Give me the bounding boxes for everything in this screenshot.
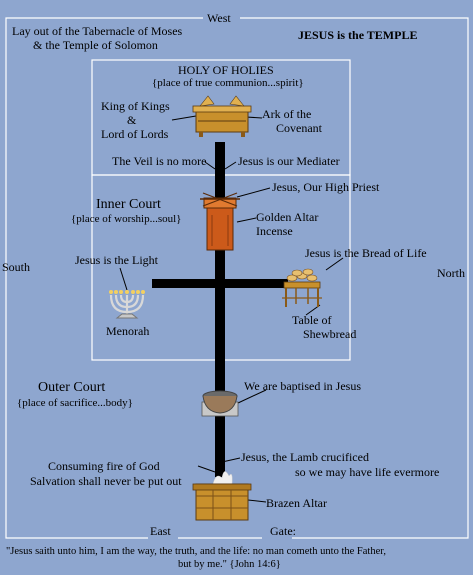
layout-title-line1: Lay out of the Tabernacle of Moses [12,24,183,38]
brazen-altar-image [192,471,252,521]
holy-of-holies-title: HOLY OF HOLIES [178,63,274,77]
inner-court-title: Inner Court [96,197,161,212]
leader-veil [204,161,216,170]
direction-west: West [207,11,231,25]
table-label-line2: Shewbread [303,327,357,341]
leader-high-priest [236,187,271,198]
golden-altar-image [200,192,240,251]
holy-of-holies-subtitle: {place of true communion...spirit} [152,77,304,89]
leader-golden-altar [236,217,257,223]
brazen-altar-label: Brazen Altar [266,496,327,510]
table-of-shewbread-image [282,268,322,307]
golden-altar-label-line2: Incense [256,224,293,238]
direction-north: North [437,266,465,280]
outer-boundary-top-left [5,17,203,539]
salvation-label: Salvation shall never be put out [30,474,182,488]
direction-east: East [150,524,171,538]
bread-of-life-label: Jesus is the Bread of Life [305,246,427,260]
leader-lamb [221,457,241,463]
leader-ark [245,116,263,119]
cross-horizontal [152,279,288,288]
leader-baptised [237,389,267,404]
laver-image [201,390,239,417]
cross-vertical [215,142,225,477]
table-label-line1: Table of [292,313,332,327]
leader-brazen [247,499,267,503]
ark-label-line2: Covenant [276,121,322,135]
layout-title-line2: & the Temple of Solomon [33,38,158,52]
leader-fire [197,465,216,473]
menorah-label: Menorah [106,324,150,338]
consuming-fire-label: Consuming fire of God [48,459,160,473]
leader-light [119,267,128,291]
menorah-image [109,290,145,319]
lamb-label-line1: Jesus, the Lamb crucificed [241,450,369,464]
king-of-kings-line2: & [127,113,137,127]
baptised-label: We are baptised in Jesus [244,379,361,393]
direction-south: South [2,260,31,274]
lamb-label-line2: so we may have life evermore [295,465,440,479]
outer-court-title: Outer Court [38,380,106,395]
main-title: JESUS is the TEMPLE [298,28,418,42]
leader-bread [325,257,344,271]
outer-boundary-top-right [240,17,469,539]
light-label: Jesus is the Light [75,253,158,267]
veil-label: The Veil is no more [112,154,207,168]
king-of-kings-line3: Lord of Lords [101,127,169,141]
footer-quote-line2: but by me." {John 14:6} [178,559,281,570]
golden-altar-label-line1: Golden Altar [256,210,319,224]
inner-court-subtitle: {place of worship...soul} [71,213,182,225]
king-of-kings-line1: King of Kings [101,99,170,113]
mediator-label: Jesus is our Mediater [238,154,340,168]
leader-king [171,115,197,121]
leader-mediator [224,161,237,170]
ark-of-covenant-image [192,95,252,137]
footer-quote-line1: "Jesus saith unto him, I am the way, the… [6,546,386,557]
high-priest-label: Jesus, Our High Priest [272,180,380,194]
outer-court-subtitle: {place of sacrifice...body} [17,397,133,409]
ark-label-line1: Ark of the [262,107,312,121]
gate-label: Gate: [270,524,296,538]
